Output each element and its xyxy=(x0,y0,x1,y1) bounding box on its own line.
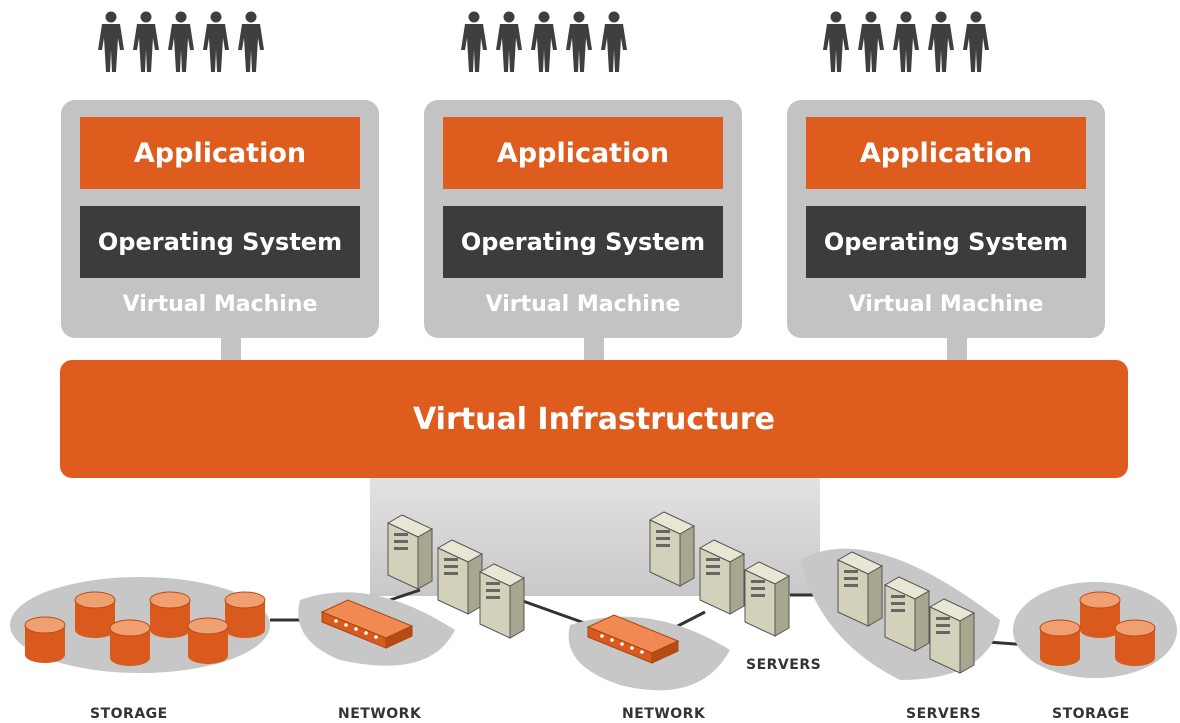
vm-connector xyxy=(221,338,241,362)
network-right xyxy=(568,614,730,691)
virtual-machine-label: Virtual Machine xyxy=(848,292,1044,317)
network-right-label: NETWORK xyxy=(622,706,706,722)
server-icon xyxy=(837,551,883,627)
storage-disk-icon xyxy=(109,619,151,667)
virtual-infrastructure-bar: Virtual Infrastructure xyxy=(60,360,1128,478)
server-icon xyxy=(649,511,695,587)
storage-disk-icon xyxy=(74,591,116,639)
person-icon xyxy=(928,11,954,72)
virtual-machine-3: Application Operating System Virtual Mac… xyxy=(787,100,1105,338)
storage-right-label: STORAGE xyxy=(1052,706,1130,722)
server-icon xyxy=(437,539,483,615)
storage-disk-icon xyxy=(187,617,229,665)
application-box: Application xyxy=(443,117,723,189)
storage-right xyxy=(1013,582,1177,678)
virtual-machine-2: Application Operating System Virtual Mac… xyxy=(424,100,742,338)
person-icon xyxy=(823,11,849,72)
storage-disk-icon xyxy=(224,591,266,639)
person-icon xyxy=(496,11,522,72)
storage-left xyxy=(10,577,270,673)
operating-system-box: Operating System xyxy=(443,206,723,278)
storage-disk-icon xyxy=(1079,591,1121,639)
server-icon xyxy=(884,576,930,652)
server-icon xyxy=(744,561,790,637)
storage-disk-icon xyxy=(1114,619,1156,667)
network-left xyxy=(298,592,455,666)
person-icon xyxy=(566,11,592,72)
virtual-machine-1: Application Operating System Virtual Mac… xyxy=(61,100,379,338)
person-icon xyxy=(461,11,487,72)
person-icon xyxy=(601,11,627,72)
person-icon xyxy=(963,11,989,72)
server-icon xyxy=(929,598,975,674)
servers-right-label: SERVERS xyxy=(906,706,982,722)
storage-left-label: STORAGE xyxy=(90,706,168,722)
server-icon xyxy=(699,539,745,615)
servers-right xyxy=(800,548,1000,680)
user-group-2 xyxy=(461,11,627,72)
person-icon xyxy=(238,11,264,72)
person-icon xyxy=(133,11,159,72)
vm-connector xyxy=(947,338,967,362)
virtual-machine-label: Virtual Machine xyxy=(485,292,681,317)
servers-middle xyxy=(649,511,790,637)
operating-system-box: Operating System xyxy=(806,206,1086,278)
person-icon xyxy=(893,11,919,72)
storage-disk-icon xyxy=(1039,619,1081,667)
servers-middle-label: SERVERS xyxy=(746,657,822,673)
server-icon xyxy=(479,563,525,639)
vm-connector xyxy=(584,338,604,362)
storage-disk-icon xyxy=(24,616,66,664)
application-box: Application xyxy=(806,117,1086,189)
application-box: Application xyxy=(80,117,360,189)
person-icon xyxy=(168,11,194,72)
storage-disk-icon xyxy=(149,591,191,639)
network-left-label: NETWORK xyxy=(338,706,422,722)
user-group-1 xyxy=(98,11,264,72)
person-icon xyxy=(203,11,229,72)
virtual-machine-label: Virtual Machine xyxy=(122,292,318,317)
person-icon xyxy=(858,11,884,72)
operating-system-box: Operating System xyxy=(80,206,360,278)
person-icon xyxy=(98,11,124,72)
server-icon xyxy=(387,514,433,590)
person-icon xyxy=(531,11,557,72)
user-group-3 xyxy=(823,11,989,72)
